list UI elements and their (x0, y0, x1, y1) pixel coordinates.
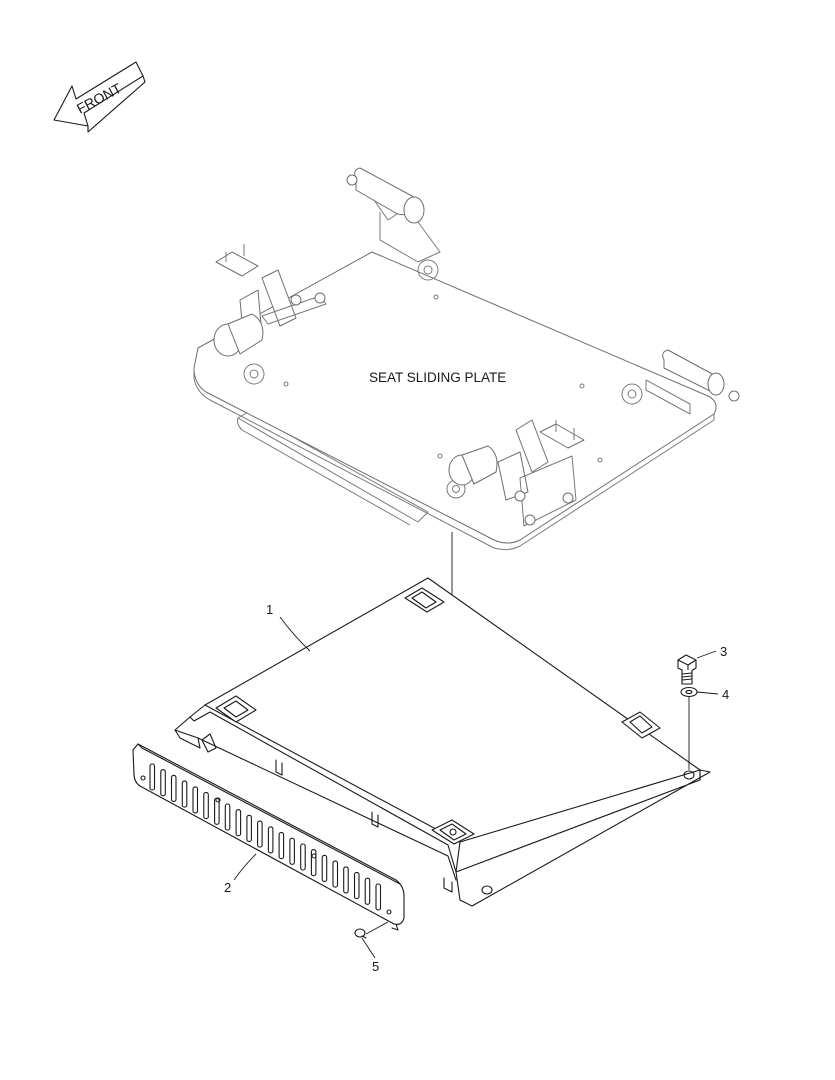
vent-slot (300, 843, 306, 871)
front-direction-arrow: FRONT (53, 61, 146, 133)
vent-slot (160, 769, 166, 797)
svg-text:1: 1 (266, 602, 273, 617)
callout-2: 2 (224, 853, 257, 895)
part-2-vented-cover (132, 743, 405, 931)
vent-slot (332, 860, 339, 888)
vent-slot (267, 826, 274, 854)
mount-hole (140, 775, 146, 781)
vent-slot (375, 883, 382, 911)
callout-3: 3 (696, 644, 727, 659)
svg-text:4: 4 (722, 687, 729, 702)
vent-slot (246, 814, 252, 842)
vent-slot (321, 854, 328, 882)
mount-hole (311, 853, 317, 859)
vent-slot (170, 774, 177, 802)
mount-hole (386, 909, 392, 915)
vent-slot (181, 780, 188, 808)
vent-slot (289, 837, 295, 865)
seat-sliding-plate-label: SEAT SLIDING PLATE (369, 370, 506, 385)
svg-text:5: 5 (372, 959, 379, 974)
svg-text:3: 3 (720, 644, 727, 659)
part-3-bolt (677, 654, 697, 685)
vent-slot (257, 820, 263, 848)
part-5-screw (354, 921, 389, 939)
vent-slot (353, 872, 360, 900)
mount-hole (215, 797, 221, 803)
vent-slot (364, 877, 371, 905)
vent-slot (224, 803, 231, 831)
vent-slot (149, 763, 156, 791)
vent-slot (310, 849, 317, 877)
vent-slot (203, 792, 209, 820)
part-1-tray (174, 577, 711, 907)
vent-slot (192, 786, 199, 814)
vent-slot (235, 809, 242, 837)
vent-slot (278, 832, 285, 860)
svg-text:2: 2 (224, 880, 231, 895)
seat-sliding-plate: SEAT SLIDING PLATE (193, 167, 740, 551)
callout-4: 4 (696, 687, 729, 702)
callout-1: 1 (266, 602, 311, 652)
vent-slot (343, 866, 349, 894)
callout-5: 5 (361, 937, 379, 974)
